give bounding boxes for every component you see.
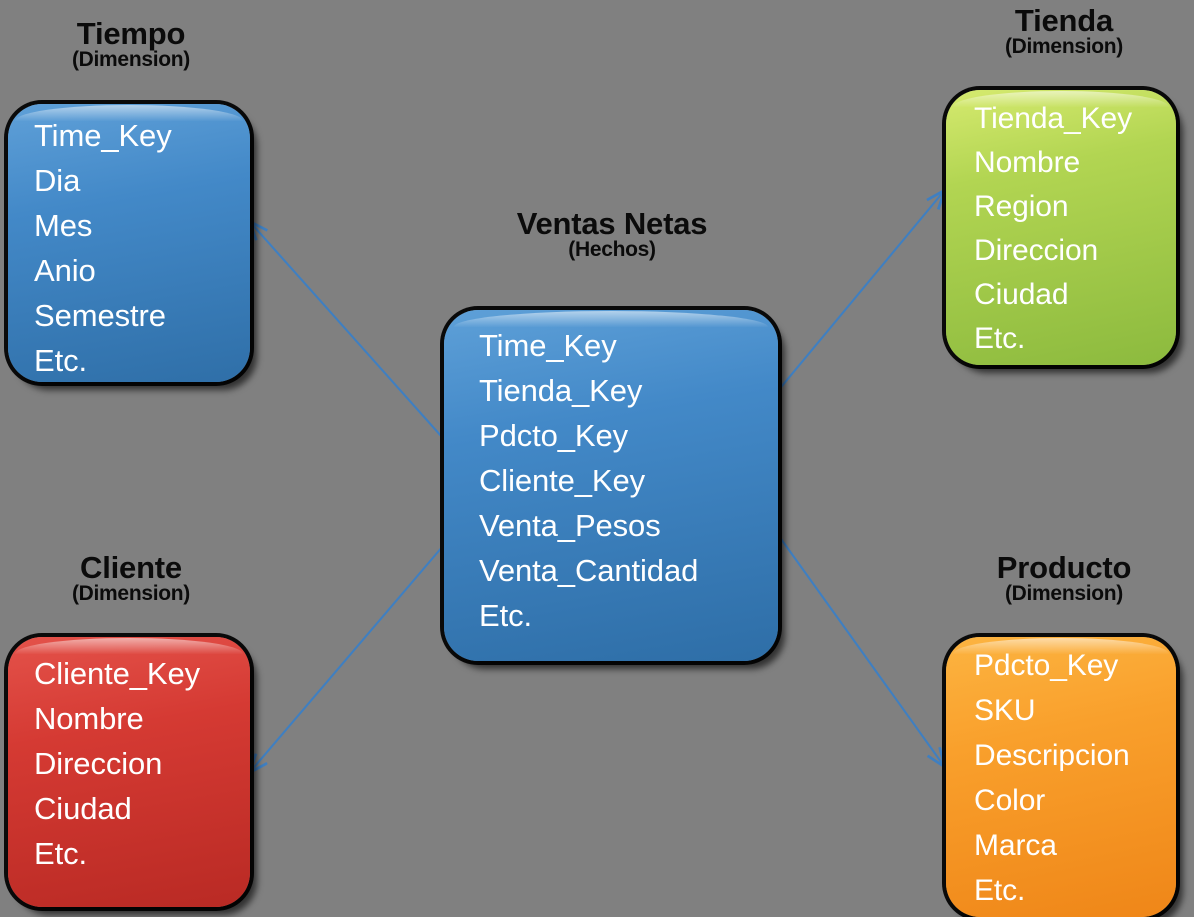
fact-table-subtitle: (Hechos) bbox=[568, 237, 656, 261]
field-item: Cliente_Key bbox=[479, 463, 646, 498]
field-item: Pdcto_Key bbox=[974, 649, 1119, 682]
connector-fact-to-tienda bbox=[771, 191, 944, 399]
field-item: Mes bbox=[34, 208, 93, 243]
field-item: Nombre bbox=[34, 701, 144, 736]
field-item: Region bbox=[974, 190, 1069, 223]
dimension-tienda-caption: Tienda (Dimension) bbox=[938, 5, 1190, 57]
dimension-tienda-field-list: Tienda_Key Nombre Region Direccion Ciuda… bbox=[946, 90, 1176, 365]
fact-table-box[interactable]: Time_Key Tienda_Key Pdcto_Key Cliente_Ke… bbox=[444, 310, 778, 661]
dimension-cliente-title: Cliente bbox=[80, 550, 182, 585]
dimension-tienda-box[interactable]: Tienda_Key Nombre Region Direccion Ciuda… bbox=[946, 90, 1176, 365]
dimension-producto-subtitle: (Dimension) bbox=[1004, 581, 1124, 605]
field-item: Etc. bbox=[34, 343, 88, 378]
field-item: Tienda_Key bbox=[479, 373, 643, 408]
field-item: Pdcto_Key bbox=[479, 418, 629, 453]
dimension-cliente-subtitle: (Dimension) bbox=[71, 581, 191, 605]
field-item: Nombre bbox=[974, 146, 1081, 179]
dimension-tiempo-subtitle: (Dimension) bbox=[71, 47, 191, 71]
field-item: Marca bbox=[974, 829, 1057, 862]
field-item: Ciudad bbox=[34, 791, 132, 826]
dimension-tienda-title: Tienda bbox=[1014, 3, 1114, 38]
field-item: Etc. bbox=[479, 598, 533, 633]
field-item: Descripcion bbox=[974, 739, 1130, 772]
dimension-tiempo-box[interactable]: Time_Key Dia Mes Anio Semestre Etc. bbox=[8, 104, 250, 382]
field-item: Semestre bbox=[34, 298, 166, 333]
field-item: Time_Key bbox=[479, 328, 617, 363]
dimension-cliente-caption: Cliente (Dimension) bbox=[0, 552, 262, 604]
dimension-producto-field-list: Pdcto_Key SKU Descripcion Color Marca Et… bbox=[946, 637, 1176, 917]
connector-fact-to-cliente bbox=[250, 545, 444, 772]
field-item: Anio bbox=[34, 253, 96, 288]
fact-table-caption: Ventas Netas (Hechos) bbox=[444, 208, 780, 260]
field-item: Color bbox=[974, 784, 1046, 817]
dimension-tiempo-title: Tiempo bbox=[76, 16, 186, 51]
dimension-tiempo-field-list: Time_Key Dia Mes Anio Semestre Etc. bbox=[8, 104, 250, 382]
fact-table-title: Ventas Netas bbox=[516, 206, 708, 241]
connector-fact-to-tiempo bbox=[250, 222, 451, 447]
dimension-tiempo-caption: Tiempo (Dimension) bbox=[0, 18, 262, 70]
field-item: Ciudad bbox=[974, 278, 1069, 311]
dimension-cliente-field-list: Cliente_Key Nombre Direccion Ciudad Etc. bbox=[8, 637, 250, 907]
dimension-cliente-box[interactable]: Cliente_Key Nombre Direccion Ciudad Etc. bbox=[8, 637, 250, 907]
fact-table-field-list: Time_Key Tienda_Key Pdcto_Key Cliente_Ke… bbox=[444, 310, 778, 661]
field-item: Direccion bbox=[34, 746, 163, 781]
dimension-producto-box[interactable]: Pdcto_Key SKU Descripcion Color Marca Et… bbox=[946, 637, 1176, 917]
field-item: Venta_Cantidad bbox=[479, 553, 699, 588]
connector-fact-to-producto bbox=[765, 517, 944, 766]
field-item: Tienda_Key bbox=[974, 102, 1132, 135]
dimension-producto-title: Producto bbox=[996, 550, 1132, 585]
field-item: Time_Key bbox=[34, 118, 172, 153]
field-item: Etc. bbox=[34, 836, 88, 871]
field-item: Etc. bbox=[974, 322, 1026, 355]
field-item: Direccion bbox=[974, 234, 1099, 267]
dimension-tienda-subtitle: (Dimension) bbox=[1004, 34, 1124, 58]
dimension-producto-caption: Producto (Dimension) bbox=[938, 552, 1190, 604]
field-item: SKU bbox=[974, 694, 1036, 727]
field-item: Dia bbox=[34, 163, 81, 198]
field-item: Venta_Pesos bbox=[479, 508, 661, 543]
field-item: Cliente_Key bbox=[34, 656, 201, 691]
field-item: Etc. bbox=[974, 874, 1026, 907]
